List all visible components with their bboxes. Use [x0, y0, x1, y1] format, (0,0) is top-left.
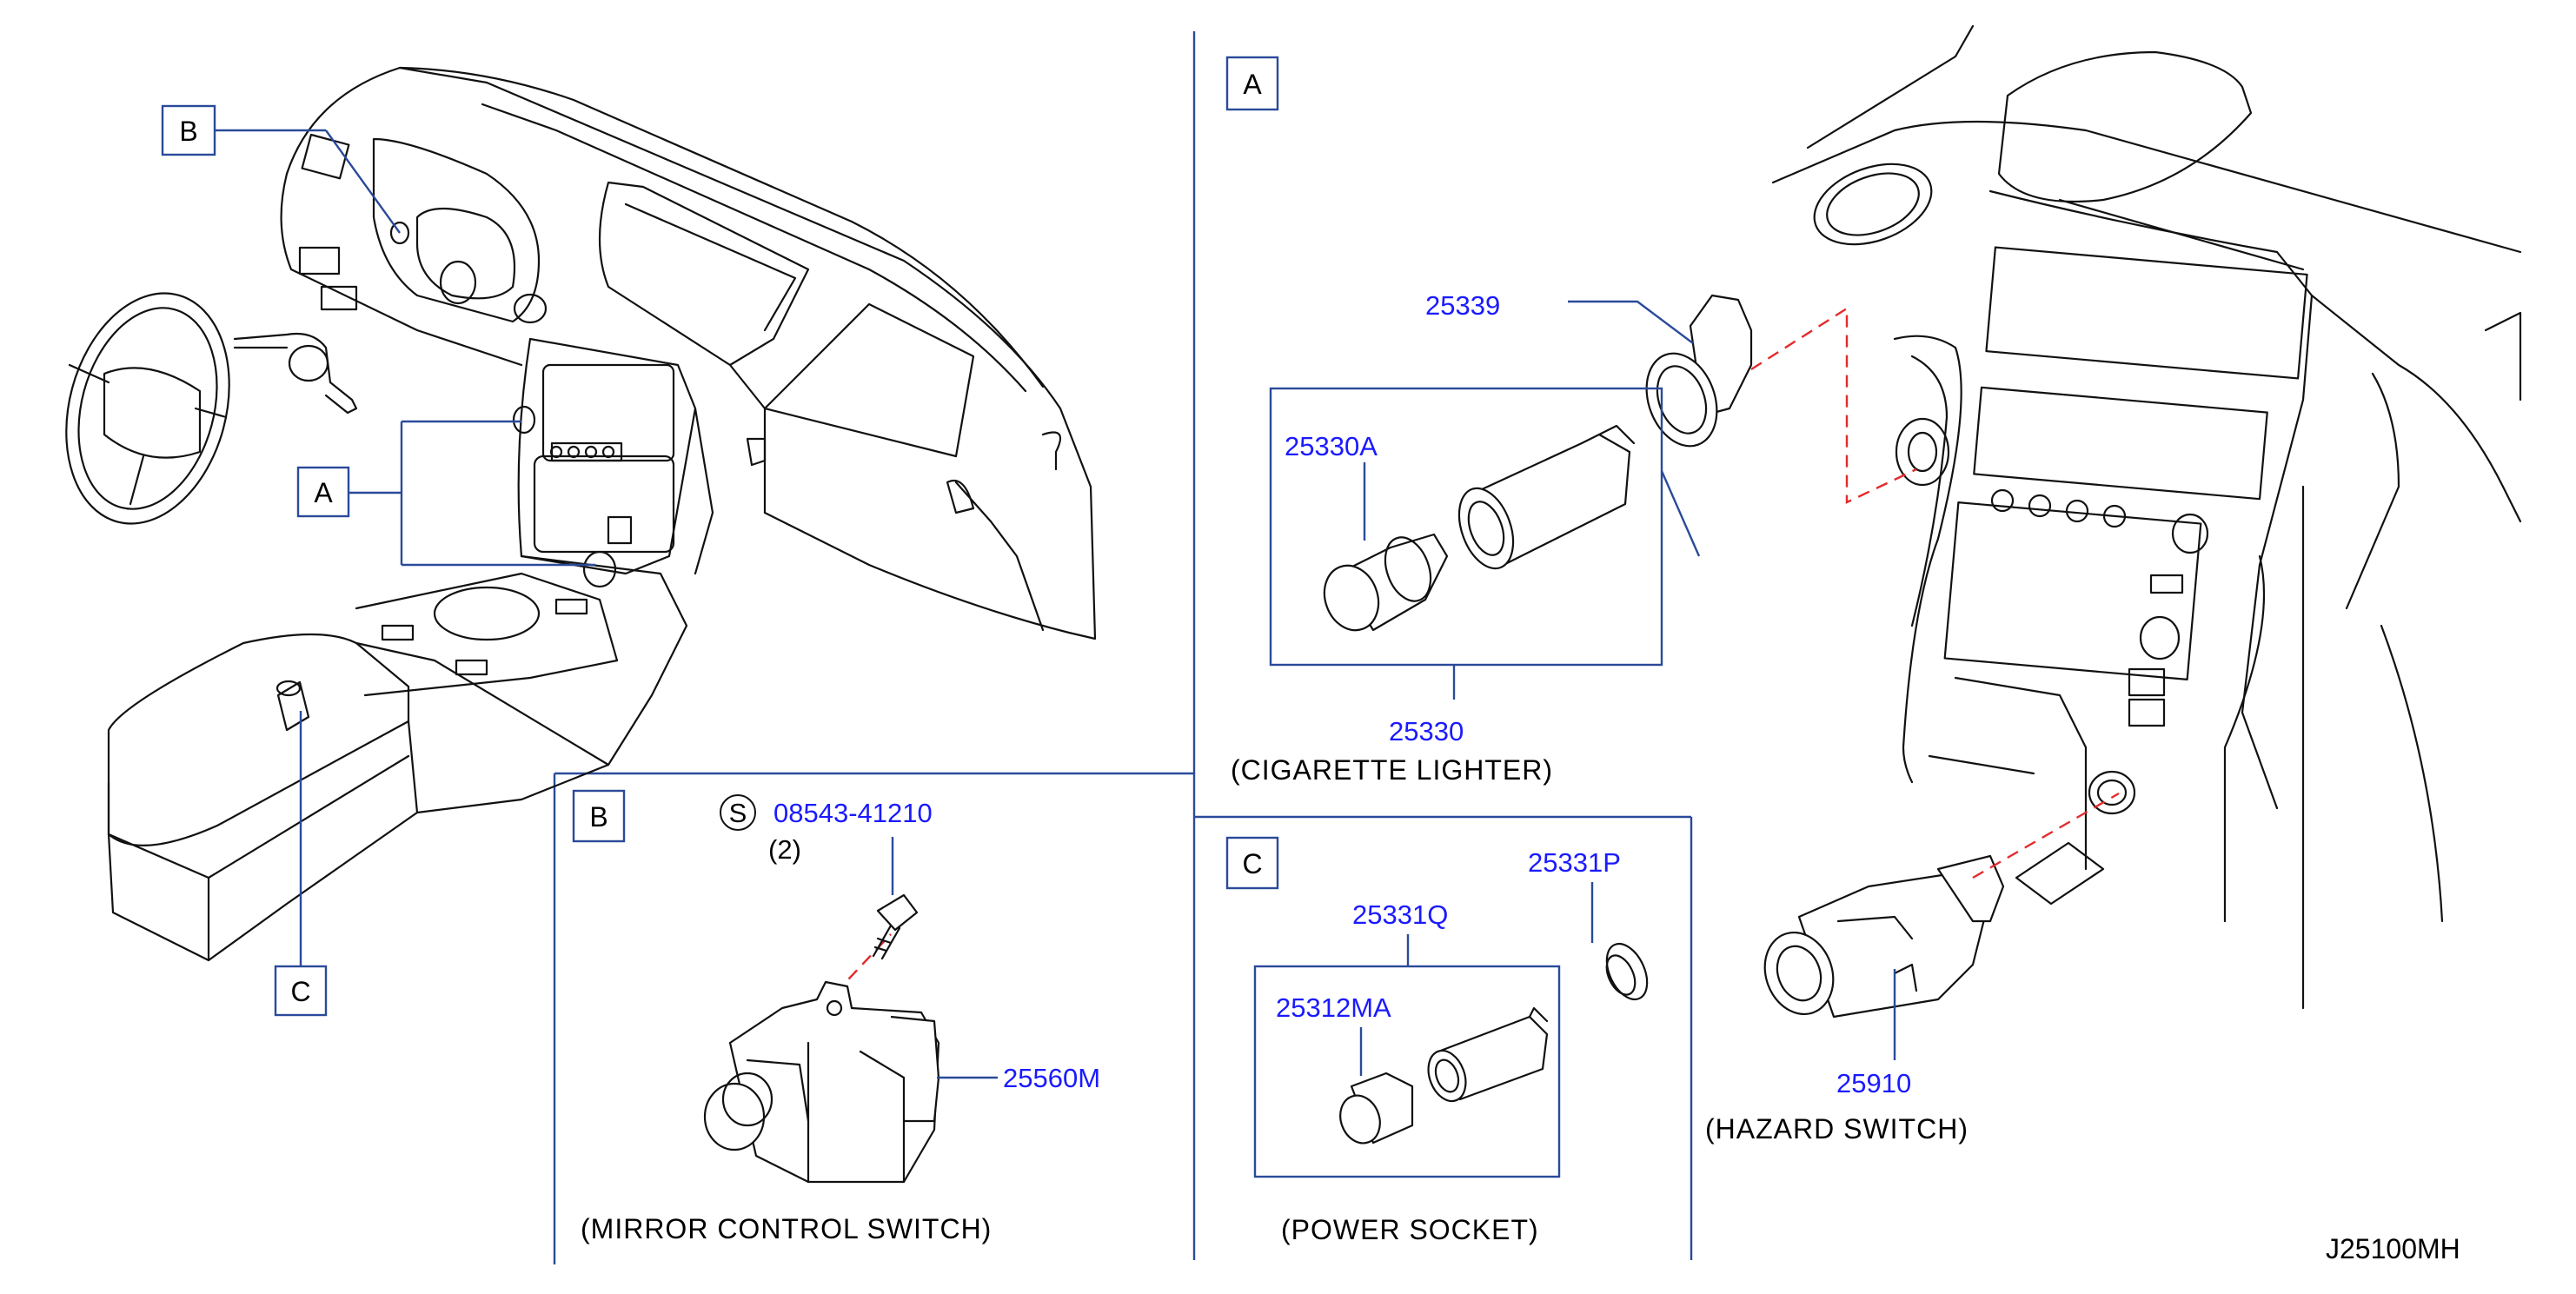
power-socket-assembly-frame	[1253, 965, 1561, 1178]
dashboard-leaders	[215, 129, 595, 966]
part-08543-41210: 08543-41210	[773, 798, 933, 828]
caption-power-socket: (POWER SOCKET)	[1281, 1214, 1539, 1245]
power-socket-cap-drawing	[1605, 942, 1649, 1001]
panel-dividers	[553, 31, 1693, 1264]
panel-c-label: C	[1242, 848, 1262, 879]
part-25910: 25910	[1836, 1068, 1911, 1098]
lighter-leaders	[1363, 300, 1701, 700]
overview-box-a-label: A	[314, 477, 333, 508]
lighter-knob-drawing	[1323, 533, 1449, 632]
power-socket-plug-drawing	[1339, 1072, 1414, 1145]
hazard-switch-drawing	[1763, 854, 2005, 1019]
part-25560m: 25560M	[1003, 1063, 1100, 1093]
caption-hazard-switch: (HAZARD SWITCH)	[1705, 1113, 1969, 1145]
part-25331p: 25331P	[1528, 847, 1621, 878]
part-25330a: 25330A	[1285, 431, 1378, 461]
caption-mirror-control-switch: (MIRROR CONTROL SWITCH)	[581, 1213, 992, 1244]
part-25331q: 25331Q	[1352, 899, 1448, 930]
panel-a-label: A	[1243, 69, 1262, 100]
console-closeup-drawing	[1771, 24, 2522, 1010]
panel-c-box: C	[1225, 836, 1279, 890]
caption-cigarette-lighter: (CIGARETTE LIGHTER)	[1231, 754, 1553, 786]
overview-box-c-label: C	[290, 976, 310, 1007]
part-25339: 25339	[1425, 290, 1500, 321]
lighter-assembly-frame	[1269, 387, 1663, 667]
screw-symbol-letter: S	[729, 798, 747, 828]
mirror-switch-drawing	[703, 980, 940, 1184]
screw-symbol: S	[720, 794, 756, 831]
lighter-socket-drawing	[1457, 424, 1636, 570]
panel-b-box: B	[572, 789, 626, 843]
panel-b-label: B	[589, 801, 607, 833]
overview-box-b-label: B	[179, 116, 197, 147]
overview-box-c: C	[274, 965, 328, 1017]
overview-box-a: A	[296, 466, 350, 518]
screw-drawing	[872, 893, 919, 960]
part-25330: 25330	[1389, 716, 1464, 747]
diagram-code: J25100MH	[2326, 1233, 2460, 1264]
panel-a-box: A	[1225, 56, 1279, 111]
screw-quantity: (2)	[768, 834, 801, 865]
dashboard-overview-drawing	[65, 66, 1097, 962]
overview-box-b: B	[161, 104, 216, 156]
part-25312ma: 25312MA	[1276, 992, 1391, 1023]
lighter-bezel-drawing	[1645, 294, 1753, 448]
power-socket-body-drawing	[1427, 1006, 1549, 1103]
